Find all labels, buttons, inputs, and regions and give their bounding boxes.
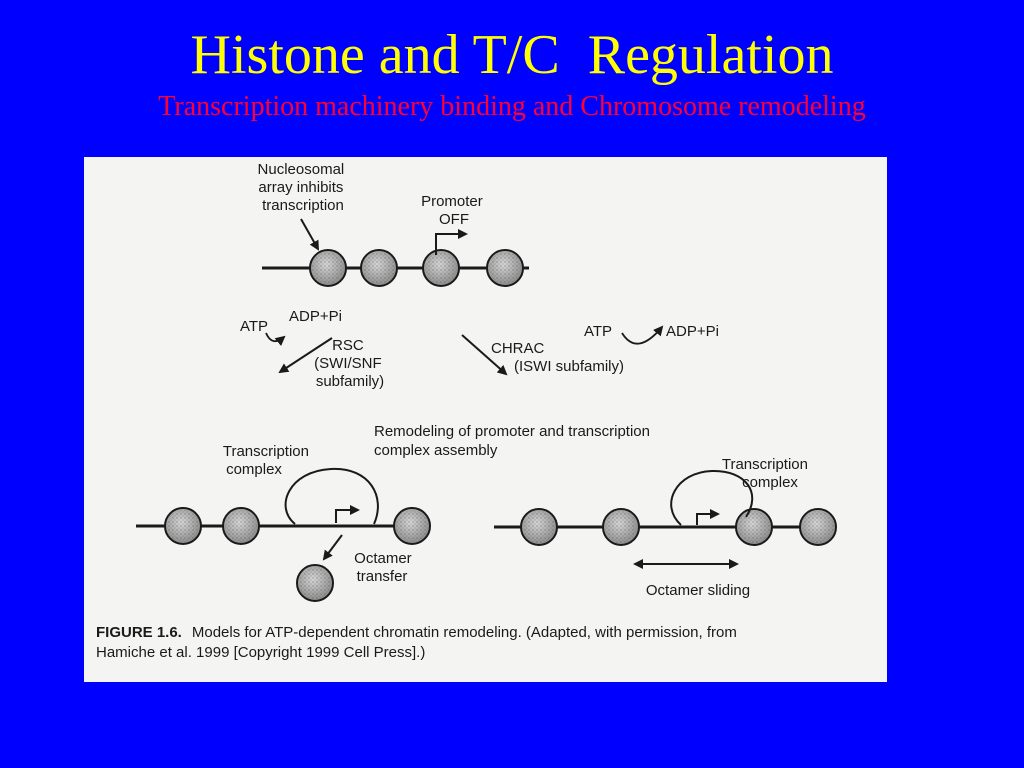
top-nucleosome <box>422 249 460 287</box>
bottom-right-complex-label: Transcription complex <box>722 456 812 491</box>
bottom-right-nucleosome <box>602 508 640 546</box>
slide-subtitle: Transcription machinery binding and Chro… <box>158 91 866 122</box>
inhibit-arrow <box>300 218 319 251</box>
figure-panel: Nucleosomal array inhibits transcription… <box>84 157 887 682</box>
promoter-arrow-icon <box>435 229 468 255</box>
right-atp-label: ATP <box>584 323 612 340</box>
octamer-transfer-arrow <box>322 534 343 561</box>
bottom-left-complex-label: Transcription complex <box>223 443 313 478</box>
octamer-transfer-label: Octamer transfer <box>354 550 416 585</box>
bottom-right-nucleosome <box>799 508 837 546</box>
rsc-label: RSC (SWI/SNF subfamily) <box>314 337 386 390</box>
inhibit-label: Nucleosomal array inhibits transcription <box>258 161 349 214</box>
right-path-arrow <box>461 334 508 376</box>
remodeling-label: Remodeling of promoter and transcription… <box>374 423 654 459</box>
left-atp-curve <box>265 332 286 346</box>
bottom-right-complex-loop <box>670 469 754 526</box>
bottom-left-promoter-arrow-icon <box>335 505 360 523</box>
promoter-label: Promoter OFF <box>421 193 487 228</box>
left-adp-label: ADP+Pi <box>289 308 342 325</box>
bottom-left-complex-loop <box>284 467 379 525</box>
top-nucleosome <box>309 249 347 287</box>
left-path-arrow <box>278 337 333 374</box>
transferred-octamer <box>296 564 334 602</box>
right-adp-label: ADP+Pi <box>666 323 719 340</box>
figure-caption: FIGURE 1.6. Models for ATP-dependent chr… <box>96 624 737 641</box>
bottom-left-nucleosome <box>164 507 202 545</box>
left-atp-label: ATP <box>240 318 268 335</box>
top-nucleosome <box>360 249 398 287</box>
right-atp-curve <box>621 325 664 345</box>
chrac-label: CHRAC (ISWI subfamily) <box>491 340 624 375</box>
figure-caption-line2: Hamiche et al. 1999 [Copyright 1999 Cell… <box>96 644 425 661</box>
top-nucleosome <box>486 249 524 287</box>
remodeling-diagram: Nucleosomal array inhibits transcription… <box>96 161 837 661</box>
bottom-left-nucleosome <box>222 507 260 545</box>
slide-title: Histone and T/C Regulation <box>190 24 834 86</box>
bottom-right-promoter-arrow-icon <box>696 509 720 525</box>
bottom-right-nucleosome <box>735 508 773 546</box>
octamer-sliding-label: Octamer sliding <box>646 582 750 599</box>
bottom-right-nucleosome <box>520 508 558 546</box>
bottom-left-nucleosome <box>393 507 431 545</box>
